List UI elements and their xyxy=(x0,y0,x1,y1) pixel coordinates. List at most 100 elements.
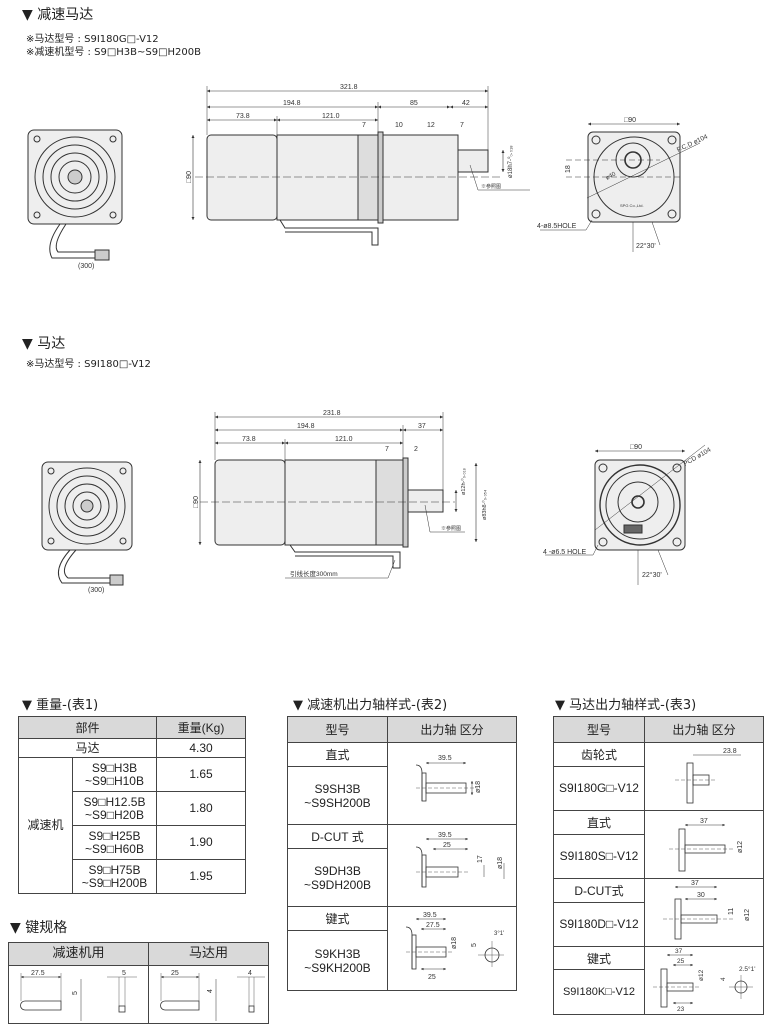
svg-text:5: 5 xyxy=(471,943,478,947)
dim-gear-length: 85 xyxy=(410,100,418,107)
weight-value: 1.65 xyxy=(156,757,246,792)
front-angle: 22°30' xyxy=(636,242,656,250)
section-title-motor: ▼ 马达 xyxy=(22,336,66,352)
front-holes: 4 -ø6.5 HOLE xyxy=(543,549,587,556)
svg-text:11: 11 xyxy=(728,908,735,915)
dim-motor-gear-length: 194.8 xyxy=(283,100,301,107)
dim-shaft-length: 37 xyxy=(418,423,426,430)
motor-key-length: 25 xyxy=(171,970,179,977)
svg-text:2.5°1': 2.5°1' xyxy=(739,965,756,973)
front-brand: SPG Co.,Ltd. xyxy=(620,203,644,208)
motor-key-height: 4 xyxy=(207,989,214,993)
col-header-shaft: 出力轴 区分 xyxy=(644,716,764,743)
col-header-part: 部件 xyxy=(18,716,157,739)
dim-flange-c: 12 xyxy=(427,122,435,129)
gearbox-model-note: ※减速机型号 : S9□H3B~S9□H200B xyxy=(26,47,202,58)
dim-shaft-length: 42 xyxy=(462,100,470,107)
motor-only-model-note: ※马达型号 : S9I180□-V12 xyxy=(26,359,151,370)
gearbox-key-header: 减速机用 xyxy=(9,943,149,966)
dim-total-length: 321.8 xyxy=(340,84,358,91)
dim-flange-b: 10 xyxy=(395,122,403,129)
col-header-shaft: 出力轴 区分 xyxy=(387,716,517,743)
dim-flange-b: 2 xyxy=(414,446,418,453)
fan-view-motor: (300) xyxy=(41,461,133,594)
svg-text:17: 17 xyxy=(477,855,484,863)
gearbox-key-width: 5 xyxy=(122,970,126,977)
gearbox-key-height: 5 xyxy=(72,991,79,995)
dim-motor-length-total: 194.8 xyxy=(297,423,315,430)
shaft-model: S9I180D□-V12 xyxy=(553,901,645,948)
weight-value: 1.90 xyxy=(156,825,246,860)
dim-total-length: 231.8 xyxy=(323,410,341,417)
svg-text:25: 25 xyxy=(677,958,685,965)
col-header-model: 型号 xyxy=(287,716,388,743)
motor-key-header: 马达用 xyxy=(149,943,268,966)
svg-text:ø12: ø12 xyxy=(737,841,744,853)
gearbox-shaft-table: 型号出力轴 区分 直式 39.5 ø18 S9SH3B~S9SH200B D-CU… xyxy=(287,716,517,991)
svg-text:23: 23 xyxy=(677,1006,685,1011)
shaft-drawing-dcut: 37 30 11 ø12 xyxy=(644,878,764,947)
svg-text:ø18: ø18 xyxy=(451,937,458,949)
motor-weight: 4.30 xyxy=(156,738,246,758)
dim-flange-a: 7 xyxy=(385,446,389,453)
motor-model-note: ※马达型号 : S9I180G□-V12 xyxy=(26,34,159,45)
gearbox-key-length: 27.5 xyxy=(31,970,45,977)
motor-part: 马达 xyxy=(18,738,157,758)
svg-text:ø12: ø12 xyxy=(744,909,751,921)
front-view-motor: □90 PCD ø104 4 -ø6.5 HOLE 22°30' xyxy=(543,444,713,585)
svg-text:30: 30 xyxy=(697,892,705,899)
shaft-type: 直式 xyxy=(287,741,388,768)
section-title-geared-motor: ▼ 减速马达 xyxy=(22,7,94,23)
col-header-model: 型号 xyxy=(553,716,645,743)
shaft-type: 齿轮式 xyxy=(553,742,645,767)
svg-text:39.5: 39.5 xyxy=(438,832,452,839)
front-offset: 18 xyxy=(565,165,572,173)
shaft-model: S9I180S□-V12 xyxy=(553,833,645,880)
shaft-drawing-gear: 23.8 xyxy=(644,742,764,811)
shaft-type: D-CUT 式 xyxy=(287,823,388,850)
shaft-type: 键式 xyxy=(553,945,645,971)
shaft-model: S9I180G□-V12 xyxy=(553,765,645,812)
shaft-model: S9SH3B~S9SH200B xyxy=(287,766,388,825)
svg-text:27.5: 27.5 xyxy=(426,922,440,929)
table2-title: ▼ 减速机出力轴样式-(表2) xyxy=(293,698,448,713)
dim-flange-a: 7 xyxy=(362,122,366,129)
dim-motor-length: 121.0 xyxy=(335,436,353,443)
key-drawings: 27.5 5 5 25 4 4 xyxy=(20,970,265,1021)
weight-value: 1.95 xyxy=(156,859,246,894)
table-row-model: S9□H25B~S9□H60B xyxy=(72,825,157,860)
shaft-type: 直式 xyxy=(553,810,645,835)
side-view-motor: 231.8 194.8 37 73.8 121.0 7 2 □90 ø12h-⁰… xyxy=(193,410,488,579)
dim-height: □90 xyxy=(186,171,193,183)
lead-length-note: 引线长度300mm xyxy=(290,569,338,578)
front-angle: 22°30' xyxy=(642,571,662,579)
table1-title: ▼ 重量-(表1) xyxy=(22,698,99,713)
front-width: □90 xyxy=(624,117,636,124)
svg-text:ø18: ø18 xyxy=(475,781,482,793)
table-row-model: S9□H12.5B~S9□H20B xyxy=(72,791,157,826)
dim-rear-length: 73.8 xyxy=(242,436,256,443)
ref-note: ※参照图 xyxy=(481,183,501,190)
weight-value: 1.80 xyxy=(156,791,246,826)
shaft-model: S9I180K□-V12 xyxy=(553,969,645,1015)
motor-key-width: 4 xyxy=(248,970,252,977)
side-view-geared: 321.8 194.8 85 42 73.8 121.0 7 10 12 7 □… xyxy=(186,84,530,246)
svg-text:25: 25 xyxy=(428,974,436,981)
dim-shaft-dia: ø18h7-⁰₀.₀₁₈ xyxy=(507,145,514,178)
svg-text:37: 37 xyxy=(675,948,683,955)
svg-text:ø18: ø18 xyxy=(497,857,504,869)
dim-height: □90 xyxy=(193,496,200,508)
svg-text:25: 25 xyxy=(443,842,451,849)
dim-pilot-dia: ø83h8-⁰₀.₀₅₄ xyxy=(481,489,488,520)
cable-length-label: (300) xyxy=(78,263,94,270)
front-width: □90 xyxy=(630,444,642,451)
svg-text:3°1': 3°1' xyxy=(494,931,504,937)
svg-text:37: 37 xyxy=(691,880,699,887)
fan-view-geared: (300) xyxy=(27,129,123,270)
shaft-model: S9KH3B~S9KH200B xyxy=(287,930,388,991)
